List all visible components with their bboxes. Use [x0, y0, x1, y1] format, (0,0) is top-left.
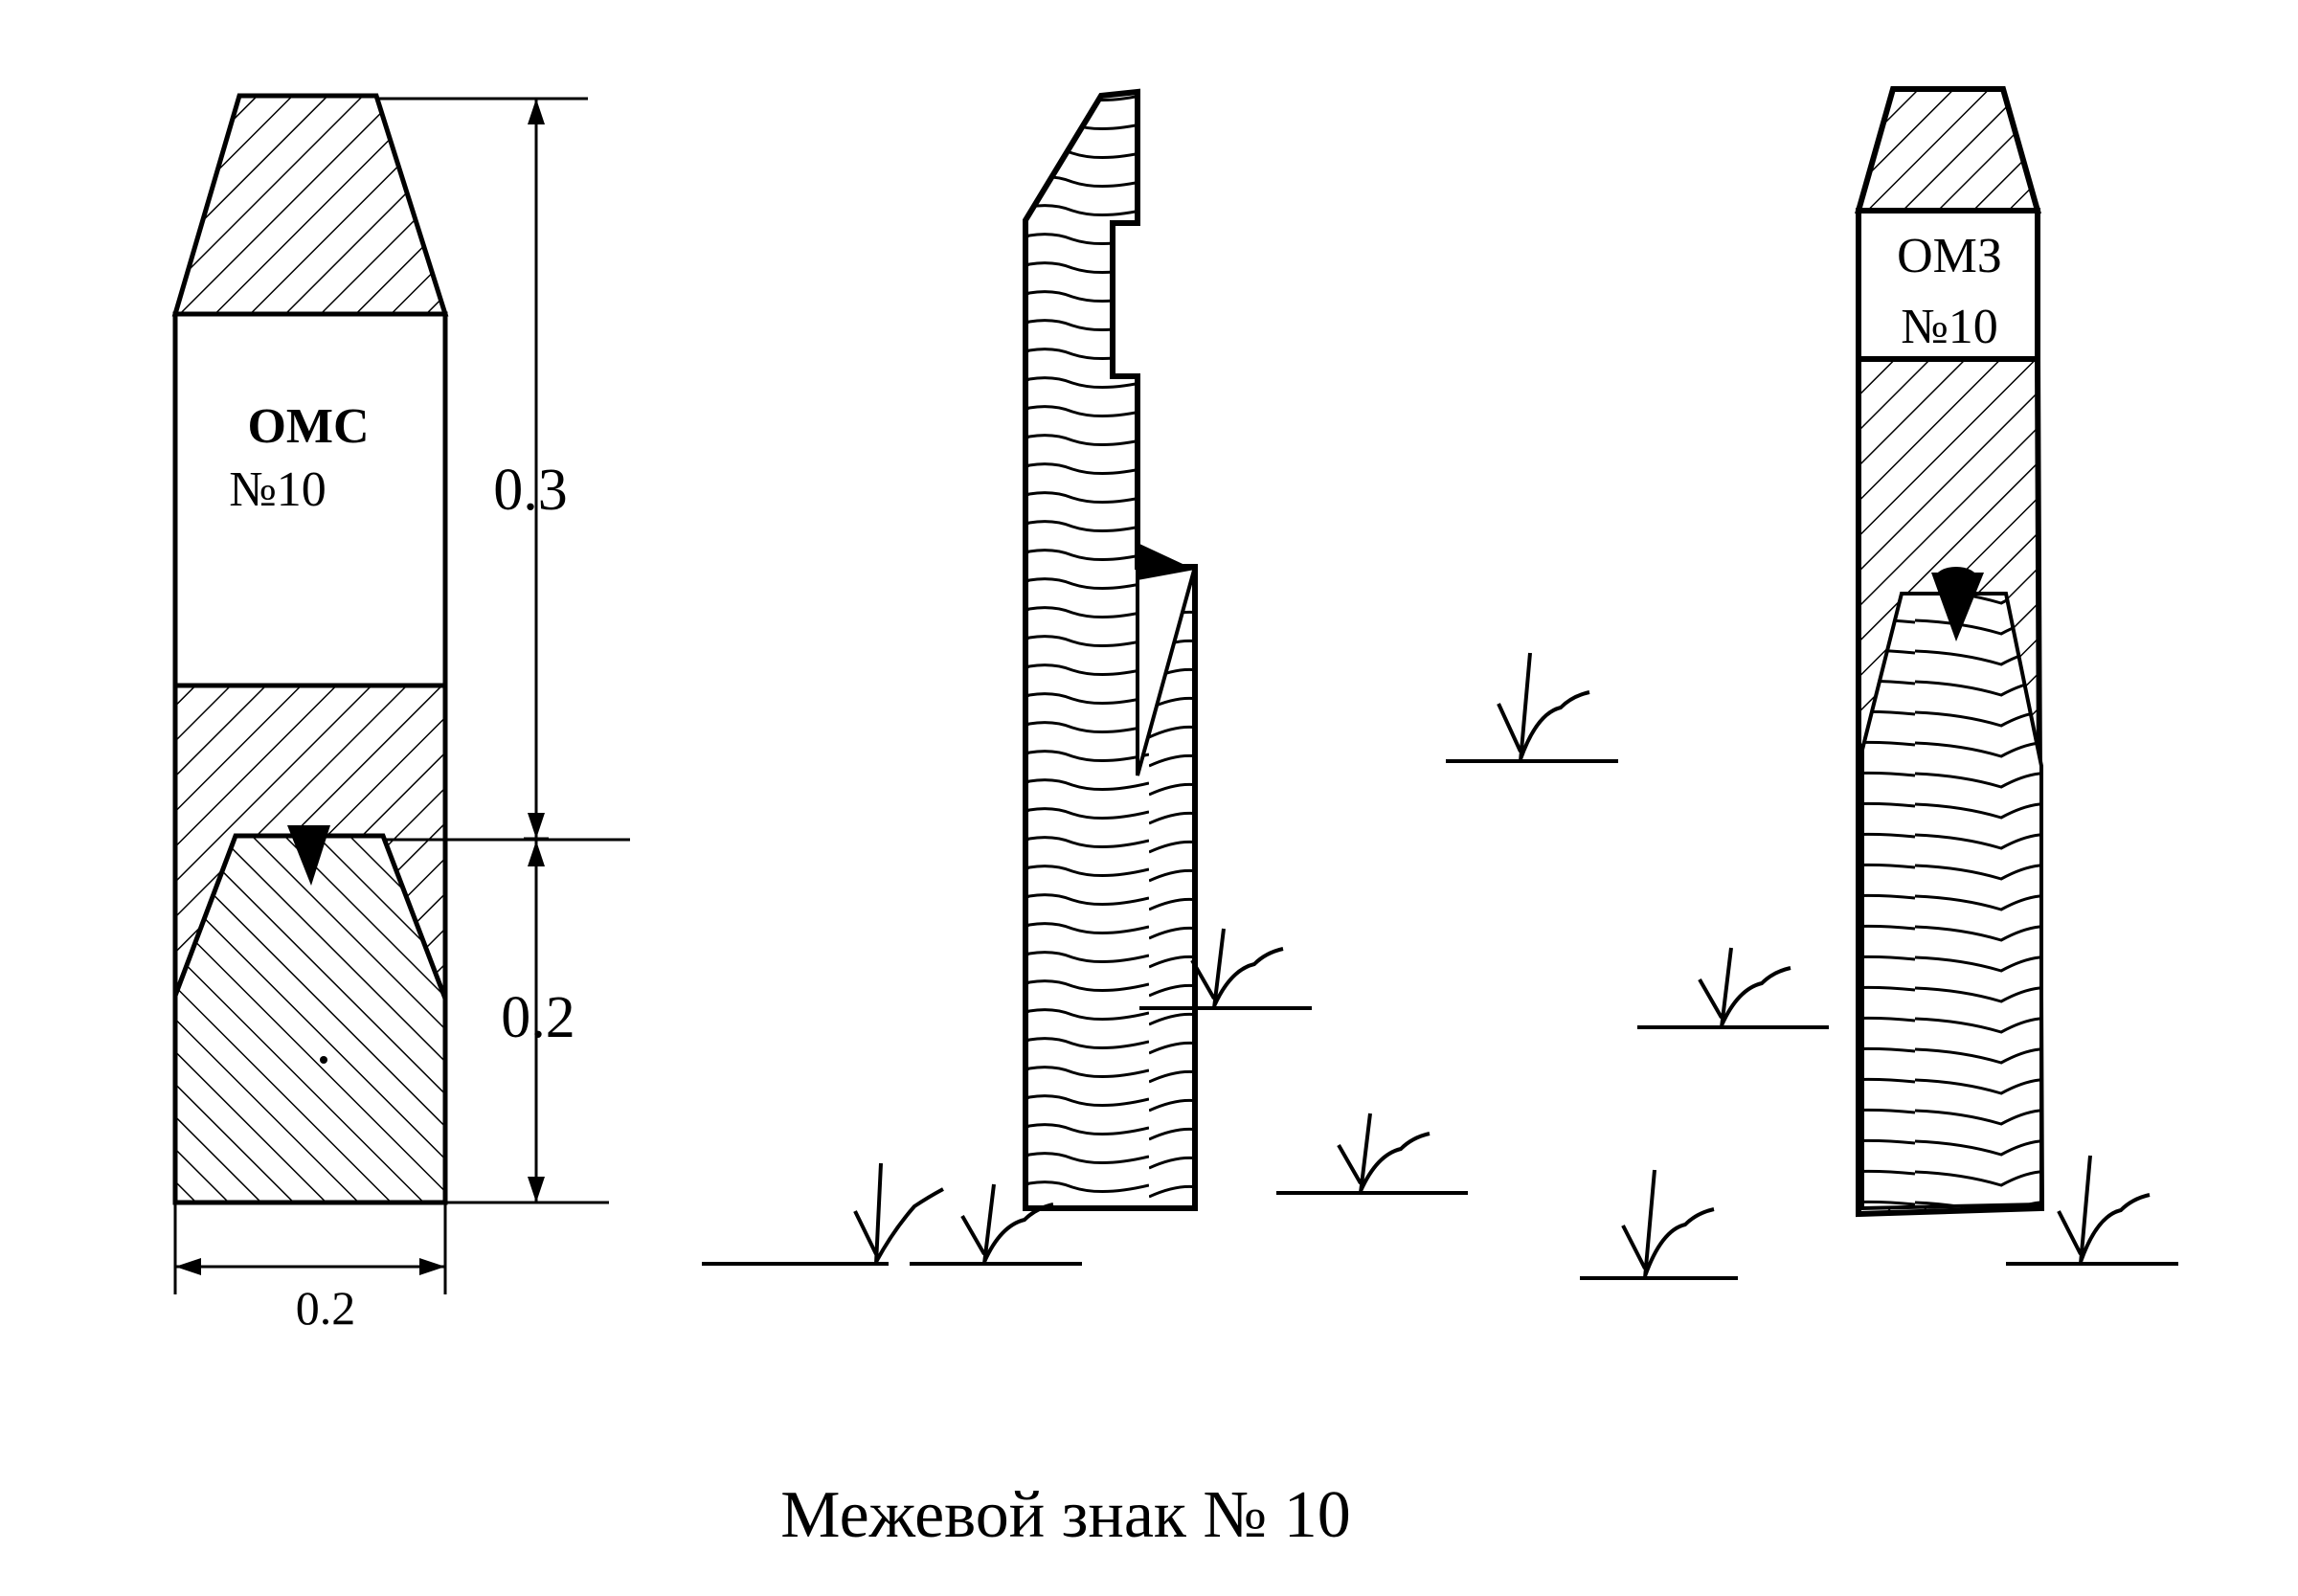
grass-symbol [1139, 928, 1312, 1010]
dim-lower-height: 0.2 [501, 985, 575, 1050]
dim-total-height: 0.3 [493, 458, 568, 523]
grass-symbol [853, 1162, 944, 1265]
front-top-cap [171, 93, 449, 317]
grass-symbol [1637, 947, 1829, 1029]
right-marker: ОМЗ №10 [1855, 86, 2045, 1218]
grass-symbol [1446, 652, 1618, 763]
right-inner-stake-wood [1860, 592, 2043, 1211]
right-top-cap [1855, 86, 2041, 214]
ground-symbols [702, 652, 2178, 1280]
front-label-plate [172, 311, 448, 688]
front-view: ОМС №10 0.3 0.2 0.2 [171, 93, 630, 1335]
front-label-line1: ОМС [247, 399, 369, 454]
front-centre-mark [287, 825, 330, 886]
section-wedge-mark [1138, 543, 1195, 580]
right-label-line1: ОМЗ [1897, 229, 2002, 283]
grass-symbol [910, 1183, 1082, 1266]
front-label-line2: №10 [229, 462, 327, 517]
right-centre-mark [1931, 573, 1984, 641]
grass-symbol [1580, 1169, 1738, 1280]
grass-symbol [1276, 1113, 1468, 1195]
dim-width: 0.2 [296, 1281, 356, 1335]
front-inner-stake-hatch [172, 833, 448, 1205]
grass-symbol [2006, 1155, 2178, 1266]
section-view [1023, 88, 1198, 1211]
figure-caption: Межевой знак № 10 [780, 1478, 1350, 1552]
section-stake-body [1023, 88, 1198, 1211]
right-label-line2: №10 [1901, 300, 1998, 354]
